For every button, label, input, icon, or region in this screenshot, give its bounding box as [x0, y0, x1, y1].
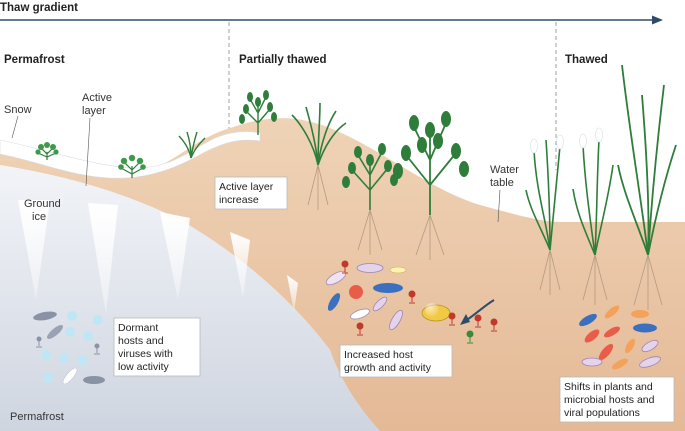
thawed-bacterium [604, 326, 620, 338]
dormant-spore [77, 355, 87, 365]
dormant-spore [93, 315, 103, 325]
stage-label-permafrost: Permafrost [4, 54, 65, 66]
shifts-box: Shifts in plants and microbial hosts and… [559, 376, 675, 423]
dormant-virus [36, 336, 100, 355]
snow-pointer [11, 115, 19, 139]
box-line: increase [219, 194, 259, 206]
water-table-label-1: Water [490, 164, 519, 176]
box-line: Shifts in plants and [564, 381, 653, 393]
active-bacterium [356, 263, 384, 273]
box-line: hosts and [118, 335, 164, 347]
ice-wedge [160, 212, 190, 300]
ground-ice-label-2: ice [32, 211, 46, 223]
ice-wedge [230, 232, 250, 298]
dormant-box: Dormant hosts and viruses with low activ… [113, 317, 201, 377]
infection-arrowhead [460, 314, 470, 325]
thawed-bacterium [584, 329, 600, 343]
thawed-bacterium [639, 356, 661, 368]
active-bacterium [372, 296, 388, 312]
water-table-label-2: table [490, 177, 514, 189]
active-bacterium [373, 283, 403, 293]
box-line: viral populations [564, 407, 640, 419]
box-frame [113, 317, 201, 377]
thawed-bacterium [579, 313, 597, 327]
active-bacterium [350, 308, 370, 320]
cotton-grass [525, 134, 564, 295]
ice-wedge [88, 203, 118, 315]
shrub-tall [342, 143, 398, 255]
ice-wedge [287, 275, 298, 312]
shrub-small [35, 142, 59, 160]
active-layer-pointer [85, 117, 91, 187]
cell-highlight [425, 303, 439, 317]
thawed-bacterium [604, 305, 620, 319]
active-layer-label-2: layer [82, 105, 106, 117]
grass-tuft-large [291, 102, 347, 210]
dormant-microbes [33, 311, 105, 385]
reed-tall [617, 64, 677, 310]
box-frame [559, 376, 675, 423]
thawed-bacterium [633, 323, 657, 333]
grass-tuft [178, 131, 206, 159]
box-line: viruses with [118, 348, 173, 360]
thaw-gradient-arrowhead [652, 15, 663, 25]
snow-label: Snow [4, 104, 32, 116]
active-virus-green [466, 330, 474, 344]
thawed-bacterium [631, 310, 649, 318]
active-virus [341, 260, 498, 336]
increased-host-box: Increased host growth and activity [339, 344, 453, 378]
active-bacterium [327, 293, 341, 311]
active-layer-label-1: Active [82, 92, 112, 104]
stage-label-thawed: Thawed [565, 54, 608, 66]
ground-ice-label-1: Ground [24, 198, 61, 210]
permafrost-bottom-label: Permafrost [10, 411, 64, 423]
thaw-gradient-title: Thaw gradient [0, 2, 78, 14]
dormant-bacterium [33, 311, 57, 321]
shrub-small [118, 154, 146, 178]
thawed-plants [525, 64, 677, 310]
water-table-pointer [497, 189, 501, 223]
active-layer-increase-box: Active layer increase [214, 176, 288, 210]
box-line: growth and activity [344, 362, 432, 374]
box-frame [339, 344, 453, 378]
dormant-bacterium [62, 367, 78, 385]
thawed-bacterium [624, 338, 636, 354]
active-microbes [325, 260, 498, 344]
thawed-bacterium [598, 343, 614, 361]
box-line: Dormant [118, 322, 158, 334]
thawed-bacterium [612, 358, 628, 370]
box-line: low activity [118, 361, 170, 373]
shrub-leafy [239, 90, 277, 135]
dormant-spore [67, 311, 77, 321]
permafrost-shrubs [35, 131, 206, 178]
dormant-spore [41, 350, 51, 360]
box-line: Active layer [219, 181, 274, 193]
box-frame [214, 176, 288, 210]
thawed-bacterium [581, 357, 603, 367]
shrub-tallest [393, 111, 469, 260]
thawed-bacterium [641, 339, 659, 353]
dormant-spore [43, 373, 53, 383]
active-bacterium [389, 309, 403, 331]
box-line: microbial hosts and [564, 394, 655, 406]
dormant-spore [59, 353, 69, 363]
partially-thawed-plants [239, 90, 469, 260]
dormant-bacterium [83, 376, 105, 384]
stage-label-partially-thawed: Partially thawed [239, 54, 327, 66]
box-line: Increased host [344, 349, 413, 361]
active-bacterium [349, 285, 363, 299]
ground-ice-wedges [18, 200, 298, 315]
ice-wedge [18, 200, 50, 300]
dormant-spore [83, 331, 93, 341]
dormant-bacterium [47, 325, 63, 339]
cotton-grass [572, 127, 614, 305]
thawed-microbes [579, 305, 661, 370]
dormant-spore [65, 327, 75, 337]
active-bacterium [389, 266, 407, 274]
